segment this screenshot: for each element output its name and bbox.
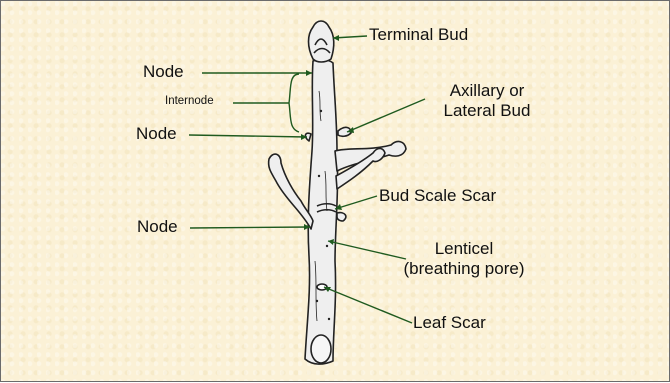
leader-lines [189, 36, 425, 323]
label-node-bottom: Node [137, 217, 178, 237]
label-bud-scale-scar: Bud Scale Scar [379, 186, 496, 206]
label-lenticel: Lenticel (breathing pore) [379, 239, 549, 280]
leader-axillary [347, 99, 425, 132]
label-lenticel-line1: Lenticel [379, 239, 549, 259]
internode-bracket [289, 74, 299, 132]
leader-bud-scale-scar [335, 196, 377, 209]
label-node-top: Node [143, 62, 184, 82]
terminal-bud [309, 21, 334, 62]
label-leaf-scar: Leaf Scar [413, 313, 486, 333]
leader-leaf-scar [324, 287, 412, 323]
cut-end [311, 335, 331, 363]
label-internode: Internode [165, 95, 214, 109]
label-node-middle: Node [136, 124, 177, 144]
label-axillary-line1: Axillary or [427, 81, 547, 101]
main-stem [305, 60, 338, 364]
leader-node-middle [189, 135, 307, 137]
label-axillary-bud: Axillary or Lateral Bud [427, 81, 547, 122]
left-branch [269, 154, 313, 229]
label-axillary-line2: Lateral Bud [427, 101, 547, 121]
leader-node-bottom [190, 227, 310, 228]
label-terminal-bud: Terminal Bud [369, 25, 468, 45]
label-lenticel-line2: (breathing pore) [379, 259, 549, 279]
node-bud-low [337, 213, 346, 221]
